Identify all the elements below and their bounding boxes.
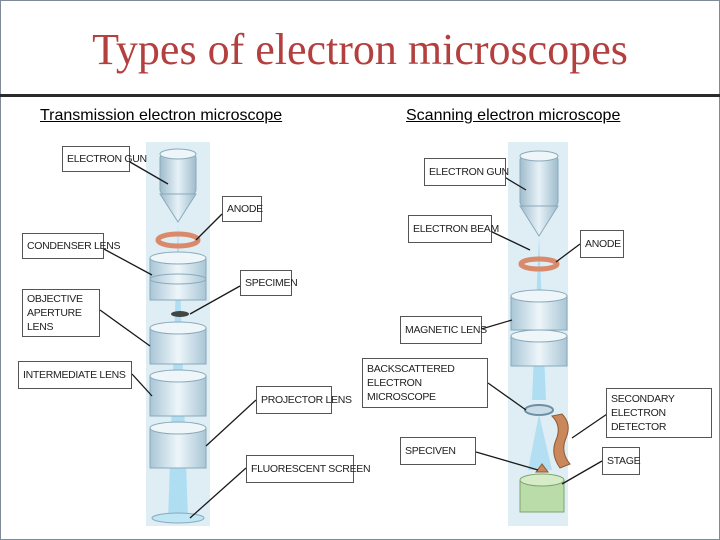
sem-label-anode: ANODE bbox=[580, 230, 624, 258]
sem-electron-gun-shape bbox=[519, 150, 559, 237]
tem-label-condenser-lens: CONDENSER LENS bbox=[22, 233, 121, 259]
tem-specimen-shape bbox=[171, 311, 189, 317]
sem-scan-beam bbox=[528, 414, 552, 470]
tem-label-anode: ANODE bbox=[222, 196, 263, 222]
tem-projector-lens-shape bbox=[149, 421, 207, 469]
sem-anode-ring bbox=[518, 256, 560, 272]
tem-electron-gun-shape bbox=[159, 148, 197, 223]
tem-label-electron-gun: ELECTRON GUN bbox=[62, 146, 147, 172]
sem-label-secondary-detector: SECONDARY ELECTRON DETECTOR bbox=[606, 388, 712, 438]
tem-anode-ring bbox=[155, 231, 201, 249]
sem-column bbox=[508, 142, 571, 526]
sem-label-electron-beam: ELECTRON BEAM bbox=[408, 215, 499, 243]
tem-intermediate-lens-shape bbox=[149, 369, 207, 417]
sem-magnetic-lens-shape bbox=[510, 289, 568, 367]
sem-label-electron-gun: ELECTRON GUN bbox=[424, 158, 509, 186]
tem-label-specimen: SPECIMEN bbox=[240, 270, 298, 296]
slide-title: Types of electron microscopes bbox=[92, 25, 628, 74]
sem-label-magnetic-lens: MAGNETIC LENS bbox=[400, 316, 487, 344]
sem-specimen-shape bbox=[535, 463, 549, 473]
tem-condenser-lens-shape bbox=[149, 251, 207, 301]
tem-objective-lens-shape bbox=[149, 321, 207, 365]
sem-backscatter-detector-shape bbox=[524, 404, 554, 416]
sem-label-backscattered-detector: BACKSCATTERED ELECTRON MICROSCOPE bbox=[362, 358, 488, 408]
title-divider bbox=[0, 94, 720, 97]
sem-stage-shape bbox=[519, 473, 565, 513]
tem-label-intermediate-lens: INTERMEDIATE LENS bbox=[18, 361, 132, 389]
sem-label-stage: STAGE bbox=[602, 447, 641, 475]
sem-secondary-detector-shape bbox=[550, 413, 571, 469]
sem-label-specimen: SPECIVEN bbox=[400, 437, 476, 465]
tem-label-fluorescent-screen: FLUORESCENT SCREEN bbox=[246, 455, 371, 483]
sem-heading: Scanning electron microscope bbox=[406, 107, 621, 124]
tem-fluorescent-screen-shape bbox=[151, 512, 205, 524]
tem-leader-lines bbox=[99, 161, 257, 519]
tem-label-projector-lens: PROJECTOR LENS bbox=[256, 386, 352, 414]
tem-heading: Transmission electron microscope bbox=[40, 107, 283, 124]
tem-label-objective-aperture-lens: OBJECTIVE APERTURE LENS bbox=[22, 289, 100, 337]
tem-column bbox=[146, 142, 210, 526]
